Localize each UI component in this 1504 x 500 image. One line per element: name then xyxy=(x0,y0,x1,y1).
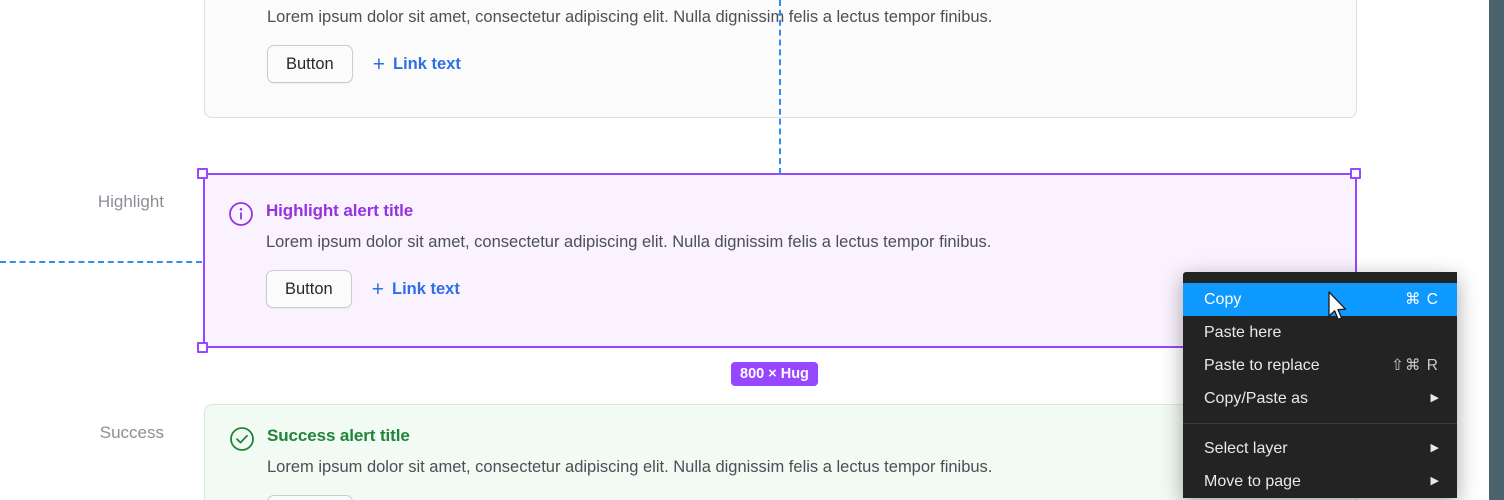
alert-body: Success alert title Lorem ipsum dolor si… xyxy=(267,425,1332,500)
alert-content-row: Lorem ipsum dolor sit amet, consectetur … xyxy=(229,5,1332,83)
menu-item-label: Paste to replace xyxy=(1204,356,1320,374)
submenu-arrow-icon: ▶ xyxy=(1430,475,1439,487)
selection-handle-top-left[interactable] xyxy=(197,168,208,179)
menu-item-label: Select layer xyxy=(1204,439,1288,457)
alert-link[interactable]: Link text xyxy=(392,54,461,73)
info-circle-icon xyxy=(229,6,255,32)
size-badge: 800 × Hug xyxy=(731,362,818,386)
menu-item-copy-paste-as[interactable]: Copy/Paste as ▶ xyxy=(1183,382,1457,415)
alert-link-group[interactable]: + Link text xyxy=(373,54,461,75)
selection-handle-bottom-left[interactable] xyxy=(197,342,208,353)
selection-handle-top-right[interactable] xyxy=(1350,168,1361,179)
alert-button[interactable]: Button xyxy=(267,45,353,83)
smart-guide-horizontal xyxy=(0,261,202,263)
alert-content-row: Success alert title Lorem ipsum dolor si… xyxy=(229,425,1332,500)
alert-description: Lorem ipsum dolor sit amet, consectetur … xyxy=(267,8,993,26)
alert-actions: Button + Link text xyxy=(267,45,1332,83)
menu-item-label: Copy/Paste as xyxy=(1204,389,1309,407)
menu-item-shortcut: ⌘ C xyxy=(1405,291,1439,308)
alert-title: Highlight alert title xyxy=(266,201,414,220)
menu-item-move-to-page[interactable]: Move to page ▶ xyxy=(1183,465,1457,498)
alert-body: Highlight alert title Lorem ipsum dolor … xyxy=(266,200,1333,308)
submenu-arrow-icon: ▶ xyxy=(1430,392,1439,404)
alert-actions: Button + Link text xyxy=(266,270,1333,308)
alert-body: Lorem ipsum dolor sit amet, consectetur … xyxy=(267,5,1332,83)
alert-link[interactable]: Link text xyxy=(391,279,460,298)
alert-title: Success alert title xyxy=(267,426,410,445)
menu-item-paste-to-replace[interactable]: Paste to replace ⇧⌘ R xyxy=(1183,349,1457,382)
menu-item-label: Move to page xyxy=(1204,472,1301,490)
alert-actions: Button + Link text xyxy=(267,495,1332,500)
alert-link-group[interactable]: + Link text xyxy=(372,279,460,300)
menu-item-paste-here[interactable]: Paste here xyxy=(1183,316,1457,349)
row-label-highlight: Highlight xyxy=(97,192,164,211)
alert-card-success[interactable]: Success alert title Lorem ipsum dolor si… xyxy=(204,404,1357,500)
plus-icon: + xyxy=(372,52,385,76)
menu-item-shortcut: ⇧⌘ R xyxy=(1391,357,1439,374)
alert-button[interactable]: Button xyxy=(267,495,353,500)
alert-button[interactable]: Button xyxy=(266,270,352,308)
context-menu[interactable]: Copy ⌘ C Paste here Paste to replace ⇧⌘ … xyxy=(1183,272,1457,498)
row-label-success: Success xyxy=(99,423,164,442)
menu-separator xyxy=(1183,423,1457,424)
alert-card-highlight[interactable]: Highlight alert title Lorem ipsum dolor … xyxy=(204,174,1357,348)
smart-guide-vertical xyxy=(779,0,781,174)
menu-item-label: Copy xyxy=(1204,290,1242,308)
alert-description: Lorem ipsum dolor sit amet, consectetur … xyxy=(266,233,992,251)
menu-item-label: Paste here xyxy=(1204,323,1282,341)
menu-item-copy[interactable]: Copy ⌘ C xyxy=(1183,283,1457,316)
alert-description: Lorem ipsum dolor sit amet, consectetur … xyxy=(267,458,993,476)
submenu-arrow-icon: ▶ xyxy=(1430,442,1439,454)
right-edge-strip xyxy=(1489,0,1504,500)
alert-content-row: Highlight alert title Lorem ipsum dolor … xyxy=(228,200,1333,308)
plus-icon: + xyxy=(371,277,384,301)
menu-item-select-layer[interactable]: Select layer ▶ xyxy=(1183,432,1457,465)
info-circle-icon xyxy=(228,201,254,227)
check-circle-icon xyxy=(229,426,255,452)
